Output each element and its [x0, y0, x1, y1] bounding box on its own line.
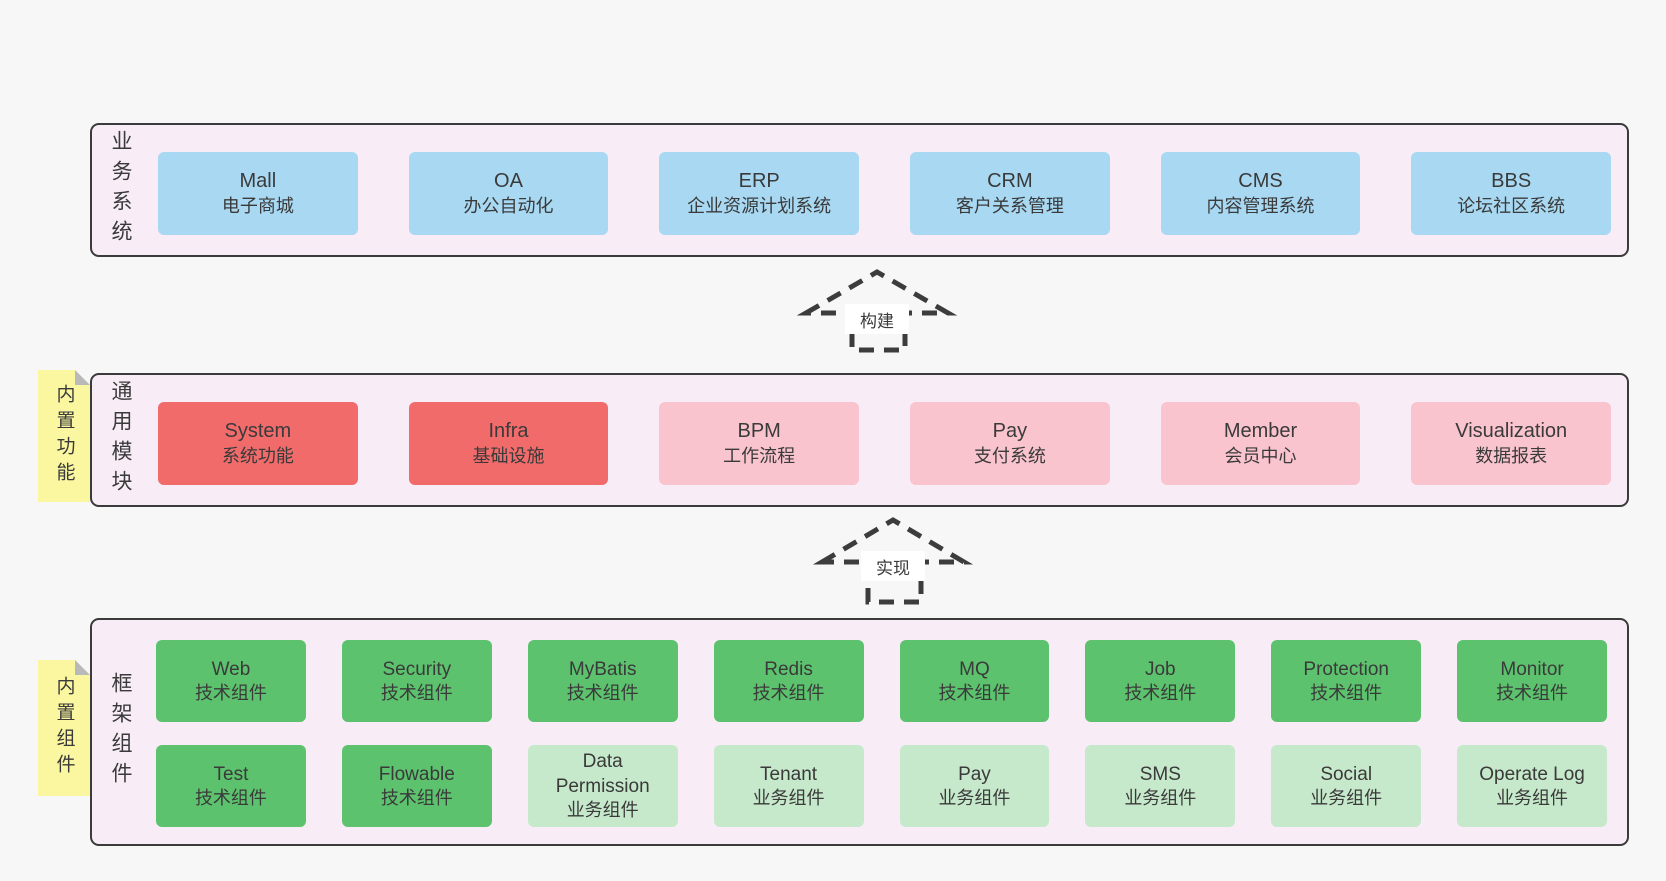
box-subtitle: 技术组件: [194, 682, 267, 703]
box-subtitle: 技术组件: [194, 787, 267, 808]
box-title: Job: [1144, 658, 1176, 680]
box-sms: SMS 业务组件: [1085, 745, 1236, 827]
box-subtitle: 技术组件: [1310, 682, 1383, 703]
box-title: OA: [494, 170, 523, 193]
box-subtitle: 业务组件: [938, 787, 1011, 808]
box-title: BBS: [1491, 170, 1532, 193]
box-pay-module: Pay 支付系统: [910, 402, 1110, 485]
box-subtitle: 业务组件: [1310, 787, 1383, 808]
box-subtitle: 技术组件: [1496, 682, 1569, 703]
box-subtitle: 技术组件: [380, 682, 453, 703]
box-subtitle: 基础设施: [472, 445, 545, 466]
panel-business-systems: 业务系统 Mall 电子商城 OA 办公自动化 ERP 企业资源计划系统 CRM…: [90, 123, 1629, 257]
box-cms: CMS 内容管理系统: [1160, 152, 1361, 235]
box-title: Tenant: [760, 763, 818, 785]
box-infra: Infra 基础设施: [408, 402, 609, 485]
box-subtitle: 工作流程: [723, 445, 796, 466]
box-subtitle: 业务组件: [752, 787, 825, 808]
box-title: Web: [211, 658, 251, 680]
box-tenant: Tenant 业务组件: [713, 745, 864, 827]
box-title: BPM: [737, 420, 781, 443]
box-subtitle: 技术组件: [752, 682, 825, 703]
box-subtitle: 业务组件: [1496, 787, 1569, 808]
panel-common-modules: 通用模块 System 系统功能 Infra 基础设施 BPM 工作流程 Pay…: [90, 373, 1629, 507]
box-title: Pay: [992, 420, 1028, 443]
implement-arrow-label: 实现: [861, 551, 925, 581]
box-subtitle: 客户关系管理: [955, 195, 1064, 216]
build-arrow-label: 构建: [845, 304, 909, 334]
box-mall: Mall 电子商城: [158, 152, 358, 235]
box-subtitle: 企业资源计划系统: [687, 195, 832, 216]
box-subtitle: 内容管理系统: [1206, 195, 1315, 216]
box-subtitle: 电子商城: [221, 195, 294, 216]
box-subtitle: 数据报表: [1475, 445, 1548, 466]
box-subtitle: 业务组件: [566, 800, 639, 821]
panel-side-label: 业务系统: [109, 130, 132, 250]
box-title: Flowable: [378, 763, 455, 785]
box-subtitle: 业务组件: [1124, 787, 1197, 808]
box-title: ERP: [738, 170, 780, 193]
box-title: Protection: [1303, 658, 1389, 680]
box-erp: ERP 企业资源计划系统: [659, 152, 860, 235]
box-flowable: Flowable 技术组件: [341, 745, 492, 827]
box-subtitle: 办公自动化: [463, 195, 554, 216]
box-system: System 系统功能: [158, 402, 358, 485]
business-boxes: Mall 电子商城 OA 办公自动化 ERP 企业资源计划系统 CRM 客户关系…: [158, 152, 1612, 235]
box-title: CMS: [1238, 170, 1283, 193]
box-title: Social: [1320, 763, 1373, 785]
box-web: Web 技术组件: [156, 640, 306, 722]
box-title: System: [224, 420, 292, 443]
box-operate-log: Operate Log 业务组件: [1457, 745, 1607, 827]
box-subtitle: 技术组件: [380, 787, 453, 808]
box-title: MQ: [959, 658, 990, 680]
box-pay-component: Pay 业务组件: [899, 745, 1050, 827]
box-title: Security: [382, 658, 452, 680]
box-title: SMS: [1139, 763, 1181, 785]
box-member: Member 会员中心: [1160, 402, 1361, 485]
box-title: Mall: [239, 170, 277, 193]
box-security: Security 技术组件: [341, 640, 492, 722]
box-subtitle: 支付系统: [973, 445, 1046, 466]
box-job: Job 技术组件: [1085, 640, 1236, 722]
sticky-note-built-in-components: 内置组件: [38, 660, 90, 796]
framework-boxes: Web 技术组件 Security 技术组件 MyBatis 技术组件 Redi…: [156, 640, 1607, 827]
box-subtitle: 会员中心: [1224, 445, 1297, 466]
box-title: Pay: [958, 763, 991, 785]
box-test: Test 技术组件: [156, 745, 306, 827]
panel-framework-components: 框架组件 Web 技术组件 Security 技术组件 MyBatis 技术组件…: [90, 618, 1629, 846]
sticky-label: 内置功能: [53, 384, 75, 488]
box-subtitle: 系统功能: [221, 445, 294, 466]
box-bpm: BPM 工作流程: [659, 402, 860, 485]
module-boxes: System 系统功能 Infra 基础设施 BPM 工作流程 Pay 支付系统…: [158, 402, 1612, 485]
box-social: Social 业务组件: [1271, 745, 1422, 827]
panel-side-label: 通用模块: [109, 380, 132, 500]
box-redis: Redis 技术组件: [713, 640, 864, 722]
box-bbs: BBS 论坛社区系统: [1411, 152, 1612, 235]
box-title: Operate Log: [1479, 763, 1585, 785]
box-crm: CRM 客户关系管理: [910, 152, 1110, 235]
box-title: Member: [1223, 420, 1298, 443]
box-subtitle: 技术组件: [938, 682, 1011, 703]
box-title: Infra: [488, 420, 529, 443]
box-subtitle: 论坛社区系统: [1457, 195, 1566, 216]
box-monitor: Monitor 技术组件: [1457, 640, 1607, 722]
box-title: Redis: [764, 658, 813, 680]
box-title: Visualization: [1455, 420, 1568, 443]
box-visualization: Visualization 数据报表: [1411, 402, 1612, 485]
box-data-permission: Data Permission 业务组件: [527, 745, 678, 827]
sticky-label: 内置组件: [53, 676, 75, 780]
panel-side-label: 框架组件: [109, 672, 132, 792]
box-protection: Protection 技术组件: [1271, 640, 1422, 722]
box-mq: MQ 技术组件: [899, 640, 1050, 722]
box-title: MyBatis: [568, 658, 637, 680]
box-oa: OA 办公自动化: [408, 152, 609, 235]
box-subtitle: 技术组件: [1124, 682, 1197, 703]
box-title: Monitor: [1500, 658, 1564, 680]
box-title: Data Permission: [555, 751, 650, 798]
box-title: Test: [213, 763, 249, 785]
box-title: CRM: [987, 170, 1033, 193]
sticky-note-built-in-features: 内置功能: [38, 370, 90, 502]
box-subtitle: 技术组件: [566, 682, 639, 703]
box-mybatis: MyBatis 技术组件: [527, 640, 678, 722]
